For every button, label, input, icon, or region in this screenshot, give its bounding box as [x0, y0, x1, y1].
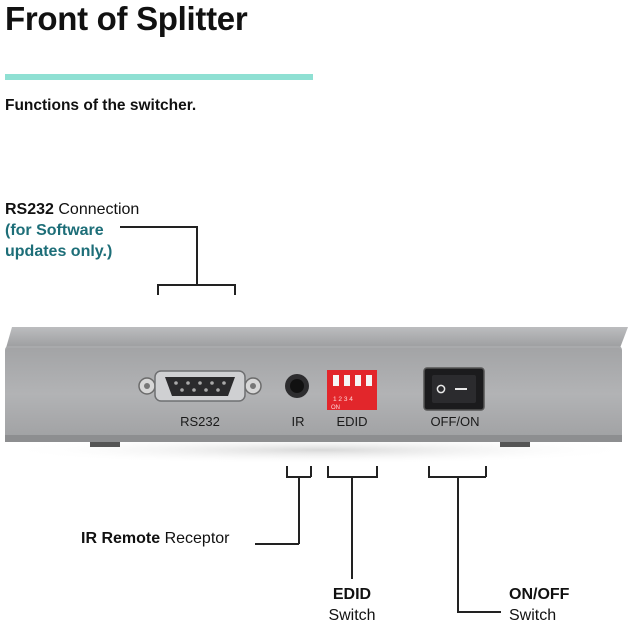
edid-callout-rest: Switch — [328, 607, 376, 624]
ir-callout: IR Remote Receptor — [81, 528, 230, 549]
device-foot-right — [500, 442, 530, 447]
edid-callout-bold: EDID — [332, 586, 372, 603]
device-top — [6, 327, 628, 348]
rs232-note-line2: updates only.) — [5, 243, 113, 260]
device-front — [5, 348, 622, 440]
edid-dip-switch[interactable]: 1 2 3 4 ON — [327, 370, 377, 411]
device-shadow — [0, 436, 640, 464]
onoff-callout: ON/OFF Switch — [509, 584, 569, 626]
page-subtitle: Functions of the switcher. — [5, 97, 197, 114]
ir-port-label: IR — [292, 414, 305, 429]
dip-on-label: ON — [331, 405, 340, 411]
page-title: Front of Splitter — [5, 0, 248, 37]
rs232-port — [138, 370, 262, 402]
edid-port-label: EDID — [336, 414, 367, 429]
splitter-device: RS232 IR 1 2 3 4 ON EDID OFF/ON — [0, 327, 640, 464]
power-switch[interactable] — [423, 367, 485, 411]
power-port-label: OFF/ON — [430, 414, 479, 429]
rs232-port-label: RS232 — [180, 414, 220, 429]
rs232-callout-rest: Connection — [53, 201, 140, 218]
device-bottom-edge — [5, 435, 622, 442]
rs232-note-line1: (for Software — [5, 222, 104, 239]
dip-marks: 1 2 3 4 — [333, 396, 353, 403]
ir-callout-rest: Receptor — [160, 530, 230, 547]
title-underline — [5, 74, 313, 80]
onoff-callout-bold: ON/OFF — [509, 586, 570, 603]
ir-callout-bold: IR Remote — [81, 530, 161, 547]
device-foot-left — [90, 442, 120, 447]
edid-callout: EDID Switch — [318, 584, 386, 626]
rs232-callout: RS232 Connection (for Software updates o… — [5, 199, 139, 262]
onoff-callout-rest: Switch — [509, 607, 557, 624]
ir-receptor — [285, 374, 309, 398]
rs232-callout-bold: RS232 — [5, 201, 54, 218]
